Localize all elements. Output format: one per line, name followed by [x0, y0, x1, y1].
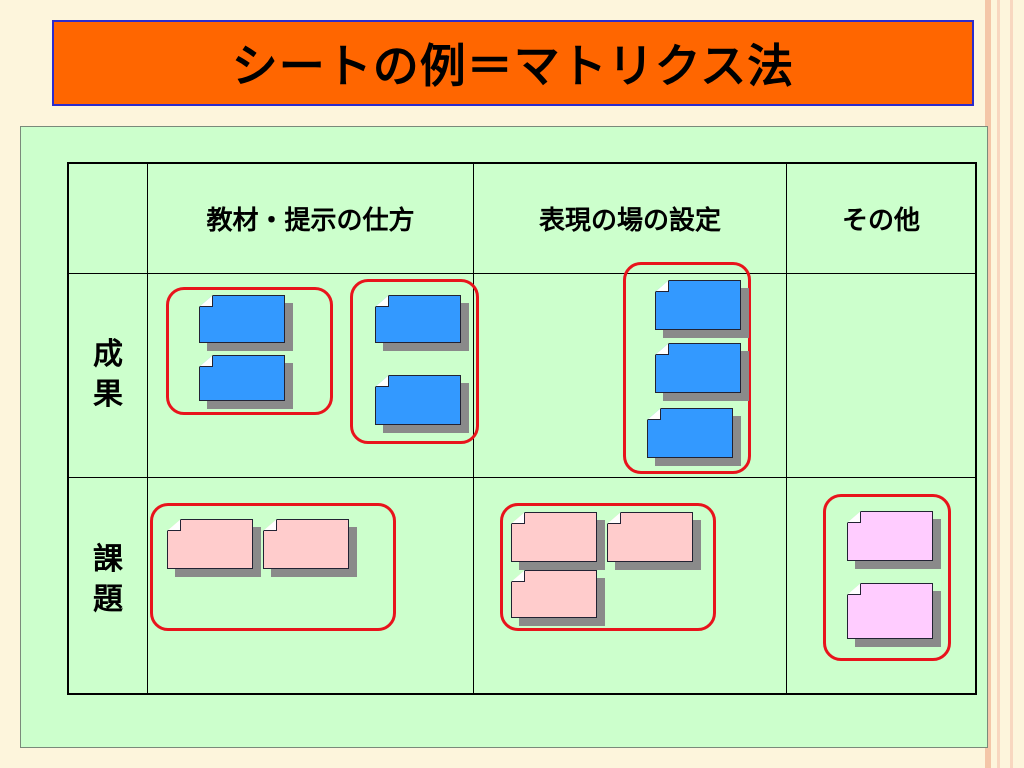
note-card[interactable]: [375, 295, 469, 351]
note-card[interactable]: [199, 355, 293, 409]
note-card[interactable]: [655, 280, 749, 338]
row-label-char: 成: [93, 337, 123, 372]
slide-edge-stripe: [1010, 0, 1013, 768]
card-group[interactable]: [823, 494, 951, 661]
row-label: 成 果: [69, 335, 147, 415]
card-group[interactable]: [166, 287, 333, 415]
note-card[interactable]: [655, 343, 749, 401]
title-bar: シートの例＝マトリクス法: [52, 20, 974, 106]
slide-title: シートの例＝マトリクス法: [231, 39, 795, 93]
card-group[interactable]: [150, 503, 396, 631]
note-card[interactable]: [511, 512, 605, 570]
column-header: 表現の場の設定: [538, 205, 721, 236]
slide-edge-stripe: [997, 0, 1000, 768]
note-card[interactable]: [847, 511, 941, 569]
row-label-char: 課: [93, 542, 123, 577]
note-card[interactable]: [511, 570, 605, 626]
note-card[interactable]: [375, 375, 469, 433]
row-label: 課 題: [69, 540, 147, 620]
note-card[interactable]: [607, 512, 701, 570]
card-group[interactable]: [350, 279, 479, 444]
row-label-char: 果: [93, 377, 123, 412]
note-card[interactable]: [199, 295, 293, 351]
slide-edge-stripe: [985, 0, 991, 768]
column-header: その他: [841, 205, 920, 236]
column-header: 教材・提示の仕方: [206, 205, 415, 236]
note-card[interactable]: [847, 583, 941, 647]
row-label-char: 題: [93, 582, 123, 617]
note-card[interactable]: [647, 408, 741, 466]
card-group[interactable]: [623, 262, 751, 474]
card-group[interactable]: [500, 503, 716, 631]
note-card[interactable]: [263, 519, 357, 577]
note-card[interactable]: [167, 519, 261, 577]
